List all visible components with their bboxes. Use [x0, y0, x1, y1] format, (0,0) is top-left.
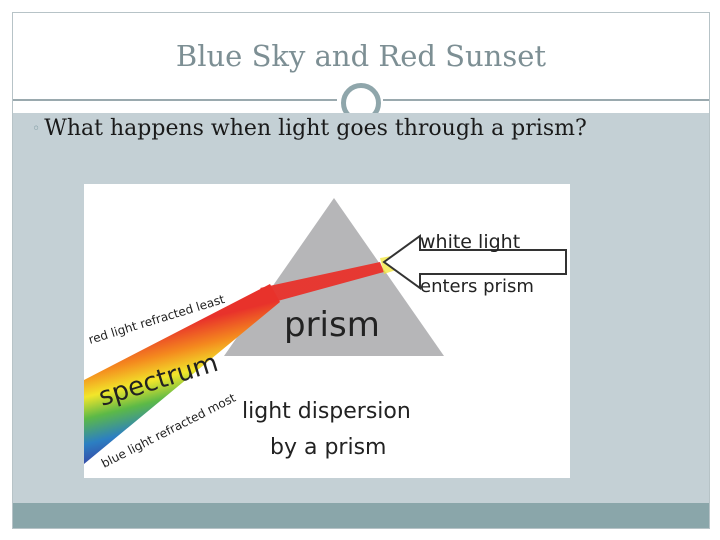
label-white-light: white light: [420, 231, 520, 253]
title-area: Blue Sky and Red Sunset: [13, 13, 709, 123]
label-dispersion-2: by a prism: [270, 435, 386, 460]
bullet-icon: ◦: [32, 120, 41, 137]
prism-figure: white light enters prism prism red light…: [84, 184, 570, 478]
title-divider-left: [13, 99, 337, 101]
label-dispersion-1: light dispersion: [242, 399, 411, 424]
prism-diagram: white light enters prism prism red light…: [84, 198, 567, 471]
title-divider-right: [383, 99, 709, 101]
white-light-arrow: [382, 234, 567, 290]
light-beam-in: [260, 262, 384, 302]
spectrum-fan: [84, 284, 280, 464]
footer-band: [13, 503, 709, 528]
bullet-item: ◦ What happens when light goes through a…: [32, 116, 587, 141]
label-enters-prism: enters prism: [420, 276, 534, 297]
label-prism: prism: [284, 305, 380, 345]
slide-title: Blue Sky and Red Sunset: [175, 39, 547, 73]
bullet-text: What happens when light goes through a p…: [44, 116, 587, 141]
